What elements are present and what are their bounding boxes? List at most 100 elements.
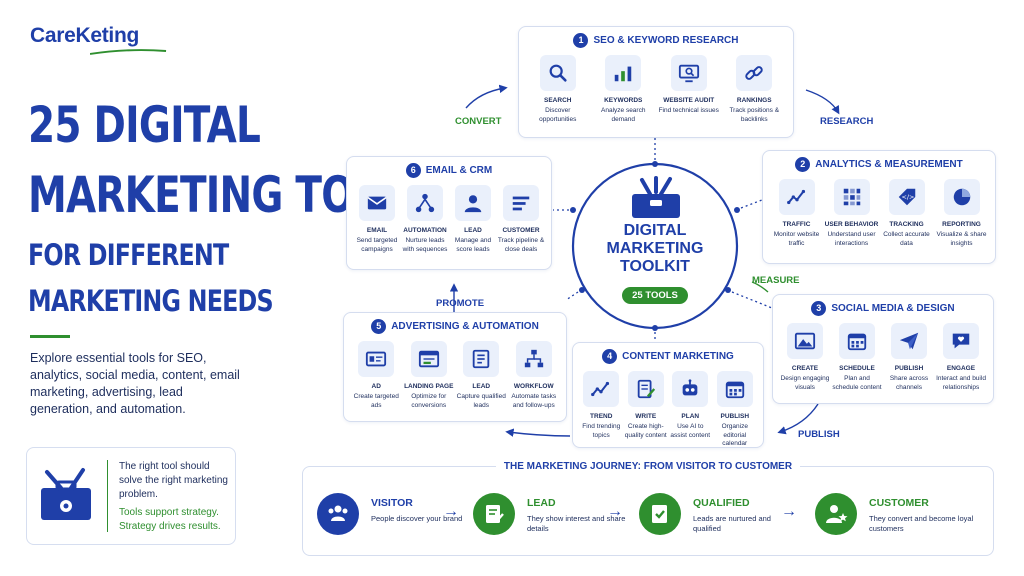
tool-item[interactable]: PLAN Use AI to assist content	[668, 371, 713, 449]
tip-line-2: Tools support strategy. Strategy drives …	[119, 507, 221, 532]
lead-form-icon	[473, 493, 515, 535]
section-number-badge: 6	[405, 163, 421, 178]
tool-item[interactable]: LEAD Manage and score leads	[449, 185, 497, 254]
tool-description: Plan and schedule content	[832, 375, 882, 391]
section-number-badge: 5	[371, 319, 387, 334]
section-title: EMAIL & CRM	[425, 165, 493, 176]
tool-description: Manage and score leads	[454, 237, 492, 253]
bar-chart-icon	[605, 55, 642, 91]
tip-line-1: The right tool should solve the right ma…	[119, 461, 228, 500]
tool-item[interactable]: AUTOMATION Nurture leads with sequences	[401, 185, 449, 254]
tool-item[interactable]: WORKFLOW Automate tasks and follow-ups	[508, 341, 561, 410]
tool-name: AD	[371, 383, 381, 390]
headline-divider	[30, 335, 70, 338]
tool-item[interactable]: RANKINGS Track positions & backlinks	[722, 55, 786, 124]
toolbox-icon	[41, 468, 91, 520]
pie-chart-icon	[943, 179, 980, 215]
section-title: CONTENT MARKETING	[622, 351, 734, 362]
journey-stage-qualified: QUALIFIED Leads are nurtured and qualifi…	[639, 489, 799, 539]
headline-line-1: 25 DIGITAL	[28, 96, 261, 154]
tag-code-icon	[888, 179, 925, 215]
tool-name: PUBLISH	[894, 365, 924, 372]
person-icon	[455, 185, 491, 221]
tool-count-badge: 25 TOOLS	[622, 287, 688, 304]
link-icon	[736, 55, 773, 91]
tool-description: Collect accurate data	[883, 231, 930, 247]
tip-box: The right tool should solve the right ma…	[26, 447, 236, 545]
tool-name: LEAD	[472, 383, 491, 390]
calendar-icon	[839, 323, 875, 359]
logo-swoosh-icon	[90, 49, 167, 55]
tool-item[interactable]: TRACKING Collect accurate data	[879, 179, 934, 248]
section-number-badge: 4	[602, 349, 618, 364]
section-title: ADVERTISING & AUTOMATION	[391, 321, 539, 332]
tool-name: TREND	[590, 413, 613, 420]
form-icon	[463, 341, 500, 377]
stage-description: People discover your brand	[371, 514, 463, 523]
arrow-right-icon: →	[443, 503, 459, 520]
tool-name: ENGAGE	[946, 365, 976, 372]
tool-name: RANKINGS	[736, 97, 772, 104]
flow-label-publish: PUBLISH	[798, 429, 840, 440]
tool-name: LEAD	[464, 227, 482, 234]
customer-star-icon	[815, 493, 857, 535]
journey-stage-lead: LEAD They show interest and share detail…	[473, 489, 633, 539]
paper-plane-icon	[891, 323, 927, 359]
intro-text: Explore essential tools for SEO, analyti…	[30, 351, 240, 416]
tool-name: PLAN	[681, 413, 700, 420]
section-number-badge: 1	[573, 33, 589, 48]
tool-name: TRAFFIC	[782, 221, 811, 228]
tool-description: Send targeted campaigns	[356, 237, 398, 253]
tool-description: Find technical issues	[658, 107, 719, 114]
section-title: ANALYTICS & MEASUREMENT	[815, 159, 963, 170]
list-icon	[503, 185, 539, 221]
search-icon	[539, 55, 576, 91]
tool-description: Nurture leads with sequences	[402, 237, 448, 253]
tool-item[interactable]: SEARCH Discover opportunities	[526, 55, 590, 124]
document-pen-icon	[627, 371, 664, 407]
journey-stage-customer: CUSTOMER They convert and become loyal c…	[815, 489, 985, 539]
tool-description: Visualize & share insights	[936, 231, 987, 247]
tool-name: TRACKING	[889, 221, 924, 228]
tool-description: Discover opportunities	[539, 107, 577, 123]
tool-name: WORKFLOW	[513, 383, 554, 390]
flow-icon	[407, 185, 443, 221]
tool-name: LANDING PAGE	[404, 383, 454, 390]
tool-name: AUTOMATION	[403, 227, 447, 234]
monitor-search-icon	[670, 55, 707, 91]
robot-icon	[672, 371, 709, 407]
flow-label-convert: CONVERT	[455, 116, 502, 127]
section-header: 5 ADVERTISING & AUTOMATION	[344, 319, 566, 334]
tool-description: Automate tasks and follow-ups	[511, 393, 557, 409]
chat-heart-icon	[943, 323, 979, 359]
journey-title: THE MARKETING JOURNEY: FROM VISITOR TO C…	[495, 461, 801, 472]
tool-description: Use AI to assist content	[670, 423, 711, 439]
tool-description: Track positions & backlinks	[729, 107, 780, 123]
tool-name: SEARCH	[544, 97, 572, 104]
